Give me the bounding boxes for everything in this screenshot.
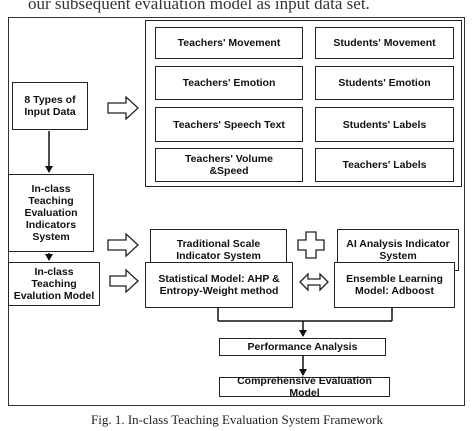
teachers-emotion-label: Teachers' Emotion bbox=[182, 77, 276, 89]
comprehensive-model-box: Comprehensive Evaluation Model bbox=[219, 375, 390, 399]
teachers-speech-label: Teachers' Speech Text bbox=[173, 118, 285, 131]
evaluation-model-label: In-class Teaching Evalution Model bbox=[13, 266, 95, 302]
ensemble-model-label: Ensemble Learning Model: Adboost bbox=[346, 273, 443, 297]
indicator-system-label: In-class Teaching Evaluation Indicators … bbox=[24, 183, 78, 243]
teachers-volume-box: Teachers' Volume &Speed bbox=[155, 148, 303, 182]
performance-analysis-label: Performance Analysis bbox=[247, 341, 358, 353]
input-data-container bbox=[145, 20, 462, 187]
students-labels-label: Students' Labels bbox=[342, 118, 427, 131]
ensemble-model-box: Ensemble Learning Model: Adboost bbox=[334, 262, 455, 308]
figure-caption: Fig. 1. In-class Teaching Evaluation Sys… bbox=[90, 412, 384, 427]
teachers-volume-label: Teachers' Volume &Speed bbox=[185, 153, 273, 177]
indicator-system-box: In-class Teaching Evaluation Indicators … bbox=[8, 174, 94, 252]
preceding-text-line: our subsequent evaluation model as input… bbox=[28, 0, 370, 13]
teachers-labels-box: Teachers' Labels bbox=[315, 148, 454, 182]
input-types-label: 8 Types of Input Data bbox=[24, 94, 76, 118]
teachers-emotion-box: Teachers' Emotion bbox=[155, 66, 303, 100]
teachers-movement-label: Teachers' Movement bbox=[177, 37, 281, 49]
students-emotion-box: Students' Emotion bbox=[315, 66, 454, 100]
performance-analysis-box: Performance Analysis bbox=[219, 338, 386, 356]
teachers-labels-label: Teachers' Labels bbox=[342, 159, 427, 171]
students-labels-box: Students' Labels bbox=[315, 107, 454, 142]
statistical-model-box: Statistical Model: AHP & Entropy-Weight … bbox=[145, 262, 293, 308]
input-types-box: 8 Types of Input Data bbox=[12, 82, 88, 130]
students-emotion-label: Students' Emotion bbox=[338, 77, 431, 89]
students-movement-label: Students' Movement bbox=[333, 37, 436, 49]
students-movement-box: Students' Movement bbox=[315, 27, 454, 59]
comprehensive-model-label: Comprehensive Evaluation Model bbox=[237, 375, 372, 399]
teachers-speech-box: Teachers' Speech Text bbox=[155, 107, 303, 142]
ai-analysis-label: AI Analysis Indicator System bbox=[346, 238, 450, 262]
evaluation-model-box: In-class Teaching Evalution Model bbox=[8, 262, 100, 306]
traditional-scale-label: Traditional Scale Indicator System bbox=[176, 238, 261, 262]
statistical-model-label: Statistical Model: AHP & Entropy-Weight … bbox=[158, 273, 280, 297]
teachers-movement-box: Teachers' Movement bbox=[155, 27, 303, 59]
